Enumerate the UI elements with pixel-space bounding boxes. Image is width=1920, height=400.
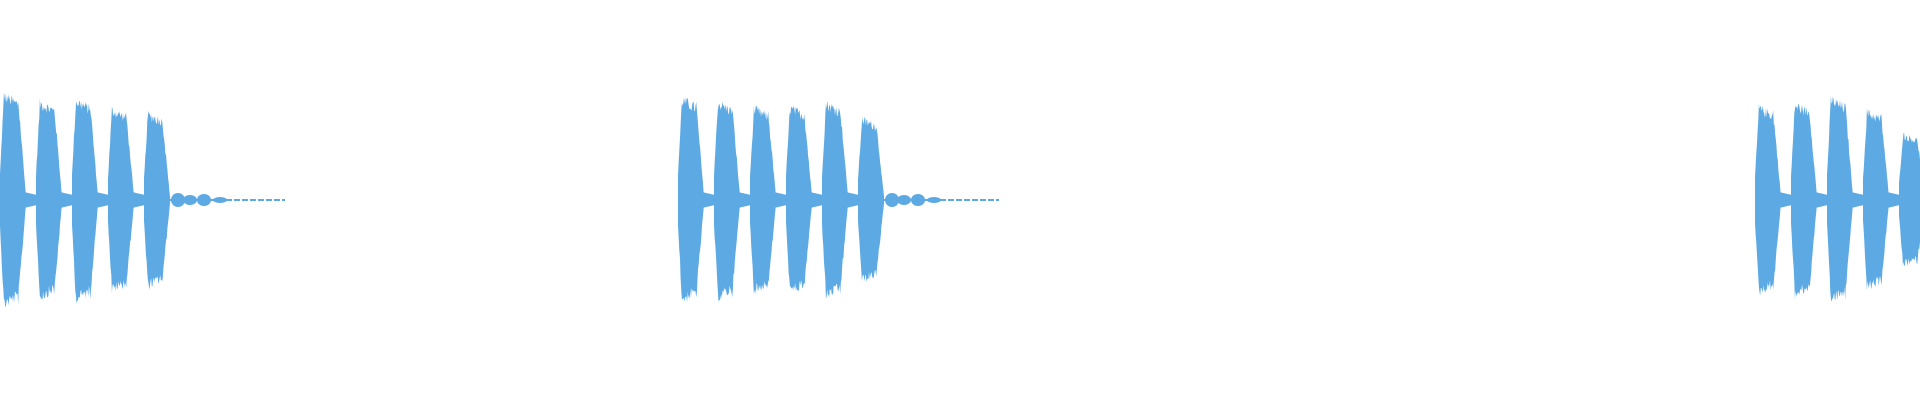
waveform-pulse — [714, 101, 740, 302]
waveform-connector — [774, 192, 788, 208]
waveform-burst-2 — [678, 96, 999, 303]
waveform-pulse — [1791, 103, 1817, 300]
waveform-connector — [132, 192, 146, 208]
waveform-pulse — [822, 100, 848, 299]
waveform-connector — [1779, 192, 1793, 208]
waveform-connector — [1851, 192, 1865, 208]
waveform-burst-3 — [1755, 95, 1920, 302]
waveform-pulse — [858, 117, 884, 283]
waveform-connector — [60, 192, 74, 208]
waveform-connector — [846, 192, 860, 208]
waveform-pulse — [750, 105, 776, 295]
waveform-pulse — [678, 96, 704, 303]
waveform-pulse — [36, 97, 62, 300]
waveform-pulse — [1863, 108, 1889, 291]
waveform-connector — [738, 192, 752, 208]
waveform-connector — [24, 192, 38, 208]
waveform-pulse — [1755, 103, 1781, 296]
waveform-pulse — [0, 92, 26, 307]
waveform-decay-tail — [884, 193, 999, 207]
waveform-connector — [96, 192, 110, 208]
waveform-pulse — [108, 107, 134, 293]
waveform-connector — [702, 192, 716, 208]
waveform-pulse — [72, 100, 98, 304]
waveform-burst-1 — [0, 92, 285, 307]
waveform-pulse — [1827, 95, 1853, 302]
waveform-pulse — [1899, 133, 1920, 266]
waveform-decay-tail — [170, 193, 285, 207]
waveform-pulse — [786, 105, 812, 292]
waveform-connector — [1815, 192, 1829, 208]
waveform-connector — [810, 192, 824, 208]
waveform-connector — [1887, 192, 1901, 208]
waveform-pulse — [144, 110, 170, 290]
